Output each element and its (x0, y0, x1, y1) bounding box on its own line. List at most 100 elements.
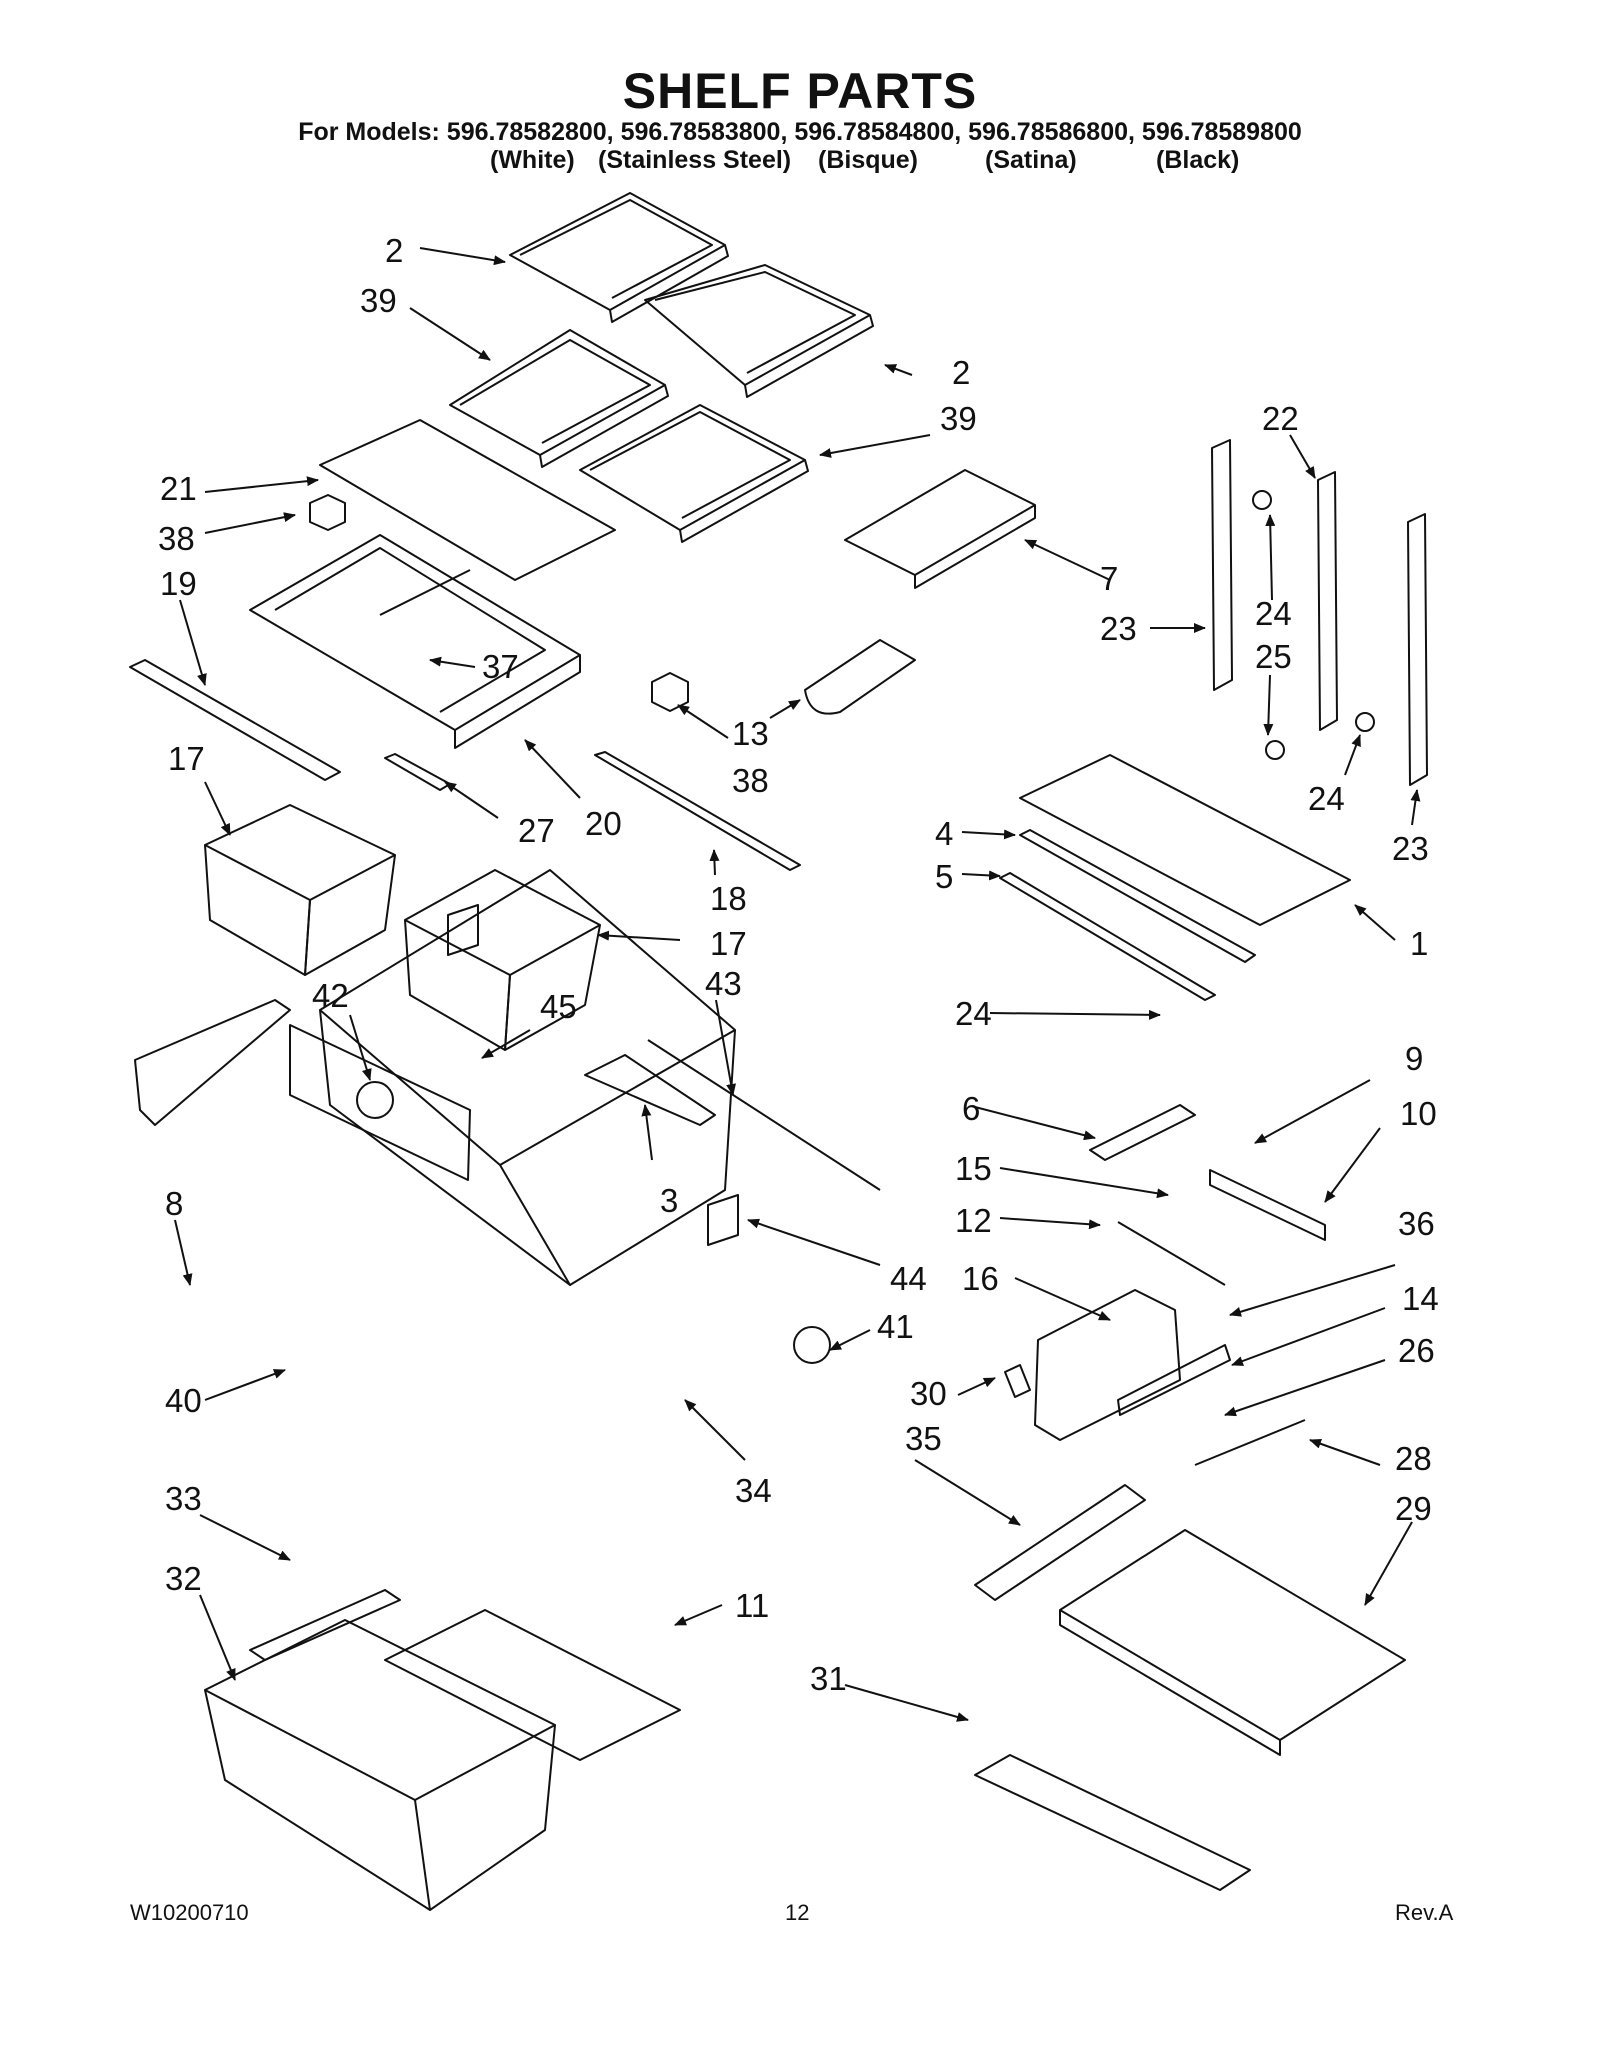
screw-24-upper (1252, 490, 1272, 510)
callout-16: 16 (962, 1260, 999, 1297)
callout-5: 5 (935, 858, 953, 895)
callout-37: 37 (482, 648, 519, 685)
callout-13: 13 (732, 715, 769, 752)
callout-43: 43 (705, 965, 742, 1002)
shelf-frame-2-lower (644, 264, 874, 398)
gear-42 (356, 1081, 394, 1119)
callout-23-right: 23 (1392, 830, 1429, 867)
document-number: W10200710 (130, 1900, 249, 1925)
callout-31: 31 (810, 1660, 847, 1697)
callout-28: 28 (1395, 1440, 1432, 1477)
tray-7 (844, 469, 1036, 589)
rod-43 (647, 1039, 881, 1191)
slide-3 (584, 1054, 716, 1126)
rod-28 (1194, 1419, 1306, 1466)
wire-shelf-11 (384, 1609, 681, 1761)
revision-label: Rev.A (1395, 1900, 1454, 1925)
screw-25 (1265, 740, 1285, 760)
pan-front-31 (974, 1754, 1251, 1891)
cover-13 (804, 639, 916, 715)
shelf-frame-39-upper (449, 329, 669, 468)
cover-6 (1089, 1104, 1196, 1161)
callout-30: 30 (910, 1375, 947, 1412)
callout-45: 45 (540, 988, 577, 1025)
callout-22: 22 (1262, 400, 1299, 437)
callout-8: 8 (165, 1185, 183, 1222)
callout-3: 3 (660, 1182, 678, 1219)
callout-20: 20 (585, 805, 622, 842)
housing-16 (1034, 1289, 1181, 1441)
callout-11: 11 (735, 1587, 769, 1624)
callout-9: 9 (1405, 1040, 1423, 1077)
callout-6: 6 (962, 1090, 980, 1127)
callout-4: 4 (935, 815, 953, 852)
rail-23-left (1211, 439, 1233, 691)
wire-basket-32 (204, 1619, 556, 1911)
basket-end-33 (249, 1589, 401, 1661)
callout-10: 10 (1400, 1095, 1437, 1132)
callout-38-upper: 38 (158, 520, 195, 557)
callout-25: 25 (1255, 638, 1292, 675)
callout-17-left: 17 (168, 740, 205, 777)
rail-23-right (1407, 513, 1428, 786)
callout-32: 32 (165, 1560, 202, 1597)
guide-14 (1117, 1344, 1231, 1416)
callout-36: 36 (1398, 1205, 1435, 1242)
callout-35: 35 (905, 1420, 942, 1457)
finish-white: (White) (490, 146, 575, 174)
callout-2-lower: 2 (952, 354, 970, 391)
bracket-38-lower (651, 672, 689, 712)
clip-30 (1004, 1364, 1031, 1398)
shelf-frame-39-lower (579, 404, 809, 543)
finish-stainless-steel: (Stainless Steel) (598, 146, 792, 174)
pan-29 (1059, 1529, 1406, 1756)
callout-24-lower: 24 (1308, 780, 1345, 817)
page-title: SHELF PARTS (622, 63, 978, 119)
callout-27: 27 (518, 812, 555, 849)
trim-5 (999, 872, 1216, 1001)
callout-41: 41 (877, 1308, 914, 1345)
callout-24-upper: 24 (1255, 595, 1292, 632)
basket-divider-40 (289, 1024, 471, 1181)
callout-1: 1 (1410, 925, 1428, 962)
finish-satina: (Satina) (985, 146, 1077, 174)
callout-19: 19 (160, 565, 197, 602)
basket-support-45 (447, 904, 479, 956)
rail-10 (1209, 1169, 1326, 1241)
callout-24-right: 24 (955, 995, 992, 1032)
basket-end-cap-8 (134, 999, 291, 1126)
finish-black: (Black) (1156, 146, 1240, 174)
callout-15: 15 (955, 1150, 992, 1187)
callout-23-left: 23 (1100, 610, 1137, 647)
divider-18 (594, 751, 801, 871)
handle-35 (974, 1484, 1146, 1601)
callout-arrows (174, 247, 1421, 1722)
callout-40: 40 (165, 1382, 202, 1419)
callout-17-right: 17 (710, 925, 747, 962)
callout-2-upper: 2 (385, 232, 403, 269)
callout-38-lower: 38 (732, 762, 769, 799)
callout-42: 42 (312, 977, 349, 1014)
screw-24-lower (1355, 712, 1375, 732)
callout-21: 21 (160, 470, 197, 507)
callout-labels: 2 39 2 39 21 38 19 37 7 22 23 24 25 24 2… (158, 232, 1439, 1697)
bracket-38-upper (309, 494, 346, 531)
bracket-12 (1117, 1221, 1226, 1286)
callout-33: 33 (165, 1480, 202, 1517)
gear-41 (793, 1326, 831, 1364)
callout-18: 18 (710, 880, 747, 917)
crisper-drawer-17-left (204, 804, 396, 976)
callout-34: 34 (735, 1472, 772, 1509)
shelf-frame-2-upper (509, 192, 729, 323)
callout-39-upper: 39 (360, 282, 397, 319)
callout-39-lower: 39 (940, 400, 977, 437)
callout-29: 29 (1395, 1490, 1432, 1527)
callout-7: 7 (1100, 560, 1118, 597)
rail-22 (1317, 471, 1338, 731)
finish-bisque: (Bisque) (818, 146, 918, 174)
glass-shelf-1 (1019, 754, 1351, 926)
trim-4 (1019, 829, 1256, 963)
glass-shelf-21 (319, 419, 616, 581)
page-number: 12 (785, 1900, 810, 1925)
basket-support-44 (707, 1194, 739, 1246)
